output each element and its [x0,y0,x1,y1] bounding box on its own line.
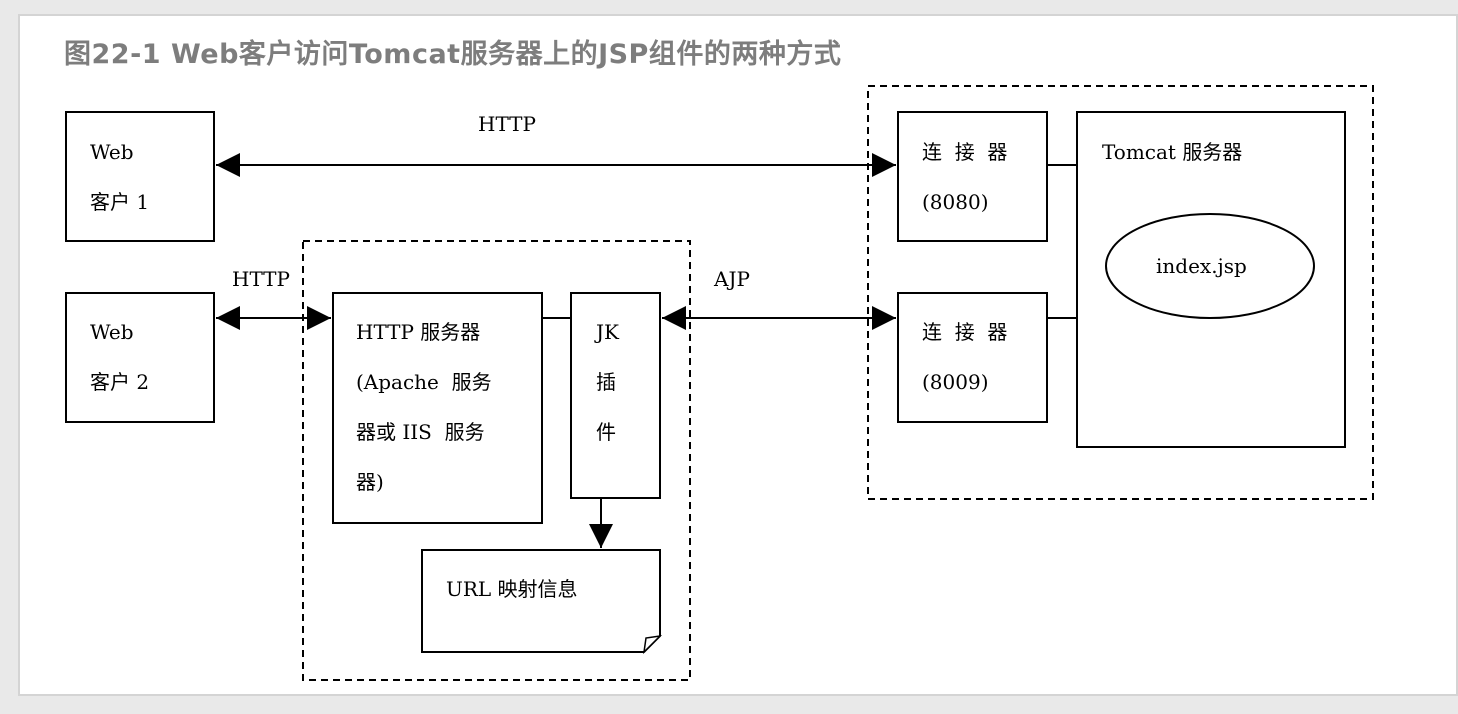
web-client-1-label-line2: 客户 1 [90,190,149,214]
ajp-label: AJP [713,267,750,291]
http-server-label-line3: 器或 IIS 服务 [356,420,485,444]
web-client-2-label-line1: Web [90,320,134,344]
figure-caption: 图22-1 Web客户访问Tomcat服务器上的JSP组件的两种方式 [64,39,842,70]
tomcat-server-node: Tomcat 服务器 index.jsp [1076,111,1346,448]
connector-8009-label-line1: 连 接 器 [922,320,1007,344]
http-left-label: HTTP [232,267,290,291]
web-client-1-label-line1: Web [90,140,134,164]
connector-8080-label-line1: 连 接 器 [922,140,1007,164]
http-top-label: HTTP [478,112,536,136]
proxy-group-boundary [302,240,691,681]
jk-plugin-label-line3: 件 [596,420,616,444]
index-jsp-label: index.jsp [1156,254,1247,278]
tomcat-group-boundary [867,85,1374,500]
web-client-2-label-line2: 客户 2 [90,370,149,394]
web-client-1-node: Web 客户 1 [65,111,215,242]
url-mapping-label: URL 映射信息 [446,577,578,601]
http-server-label-line2: (Apache 服务 [356,370,492,394]
web-client-2-node: Web 客户 2 [65,292,215,423]
tomcat-server-label: Tomcat 服务器 [1102,140,1242,164]
index-jsp-node [1105,213,1315,319]
connector-8080-label-line2: (8080) [922,190,989,214]
connector-8080-node: 连 接 器 (8080) [897,111,1048,242]
http-server-label-line4: 器) [356,470,384,494]
connector-8009-node: 连 接 器 (8009) [897,292,1048,423]
http-server-node: HTTP 服务器 (Apache 服务 器或 IIS 服务 器) [332,292,543,524]
url-mapping-node: URL 映射信息 [421,549,663,655]
jk-plugin-label-line2: 插 [596,370,616,394]
jk-plugin-node: JK 插 件 [570,292,661,499]
jk-plugin-label-line1: JK [594,320,620,344]
http-server-label-line1: HTTP 服务器 [356,320,480,344]
connector-8009-label-line2: (8009) [922,370,989,394]
